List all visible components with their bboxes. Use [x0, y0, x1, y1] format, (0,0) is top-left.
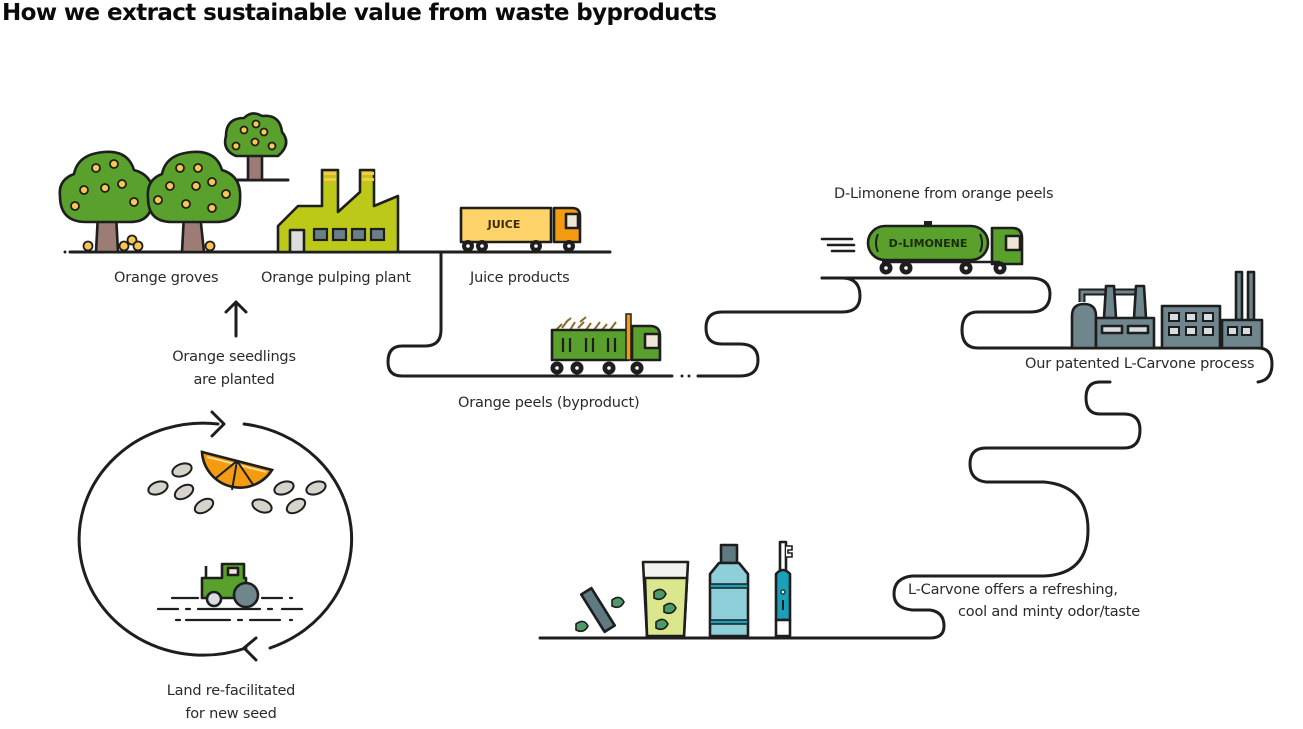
arrow-up-icon	[224, 300, 248, 338]
label-orange-peels: Orange peels (byproduct)	[458, 395, 640, 411]
label-pulping-plant: Orange pulping plant	[261, 270, 411, 286]
label-land-1: Land re-facilitated	[166, 683, 296, 699]
label-orange-groves: Orange groves	[114, 270, 219, 286]
label-seedlings-2: are planted	[193, 372, 275, 388]
flow-path	[63, 178, 1274, 640]
label-seedlings-1: Orange seedlings	[172, 349, 296, 365]
juice-truck-icon: JUICE	[459, 206, 582, 252]
seeds-icon	[147, 450, 327, 515]
chewing-gum-icon	[579, 586, 617, 634]
label-l-carvone-offers-2: cool and minty odor/taste	[958, 604, 1140, 620]
industrial-plant-icon	[1070, 270, 1264, 350]
label-l-carvone-process: Our patented L-Carvone process	[1025, 356, 1255, 372]
label-juice-products: Juice products	[470, 270, 570, 286]
tanker-truck-icon: D-LIMONENE	[820, 221, 1024, 275]
label-land-2: for new seed	[185, 706, 277, 722]
peel-truck-icon	[550, 313, 662, 375]
cycle-arrows-icon	[77, 410, 354, 662]
page-title: How we extract sustainable value from wa…	[2, 0, 717, 26]
mint-drink-glass-icon	[641, 560, 690, 638]
mouthwash-bottle-icon	[708, 543, 750, 638]
factory-icon	[276, 168, 400, 254]
orange-trees-icon	[58, 112, 288, 254]
juice-truck-label: JUICE	[487, 218, 521, 231]
electric-toothbrush-icon	[774, 540, 793, 638]
label-l-carvone-offers-1: L-Carvone offers a refreshing,	[908, 582, 1118, 598]
mint-products-icon	[575, 540, 793, 638]
label-d-limonene: D-Limonene from orange peels	[834, 186, 1054, 202]
tractor-icon	[156, 562, 304, 622]
tanker-label: D-LIMONENE	[889, 237, 968, 250]
